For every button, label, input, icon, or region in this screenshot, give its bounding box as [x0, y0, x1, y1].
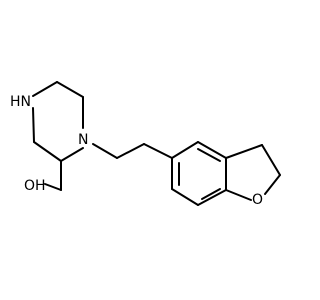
molecule-diagram: HN N O OH	[10, 81, 281, 208]
piperazine-ring	[32, 81, 84, 162]
bond-c3-c4	[33, 141, 62, 162]
bond-ar2-ar3	[171, 188, 199, 206]
bond-o-ar4	[225, 189, 252, 201]
bond-ar5-ch2	[225, 144, 263, 159]
atom-label-n: N	[78, 132, 88, 148]
ethyl-linker	[92, 143, 173, 159]
bond-ch2-o	[264, 174, 281, 195]
bond-n-ch2a	[92, 143, 118, 159]
bond-ch2b-ar	[143, 143, 173, 159]
bond-ch2-ch2	[261, 144, 281, 176]
atom-label-nh: HN	[10, 94, 31, 110]
bond-c4-nh	[32, 107, 35, 143]
bond-ar3-ar4	[197, 189, 227, 206]
bond-c1-c2	[56, 81, 84, 98]
bond-ar5-ar6	[197, 141, 227, 159]
dihydrofuran-ring	[225, 144, 281, 201]
bond-ch2a-ch2b	[116, 143, 145, 159]
double-bond-inner-3	[197, 148, 221, 162]
hydroxymethyl-group	[44, 160, 62, 191]
bond-ch2-oh	[44, 183, 62, 191]
atom-label-oh: OH	[24, 178, 46, 194]
bond-n-c3	[60, 147, 84, 162]
bond-ar6-ar1	[171, 141, 199, 159]
benzene-ring	[171, 141, 227, 206]
atom-label-o: O	[252, 192, 263, 208]
structure-canvas: HN N O OH	[10, 81, 281, 208]
double-bond-inner-2	[201, 188, 221, 200]
bond-nh-c1	[32, 81, 58, 97]
